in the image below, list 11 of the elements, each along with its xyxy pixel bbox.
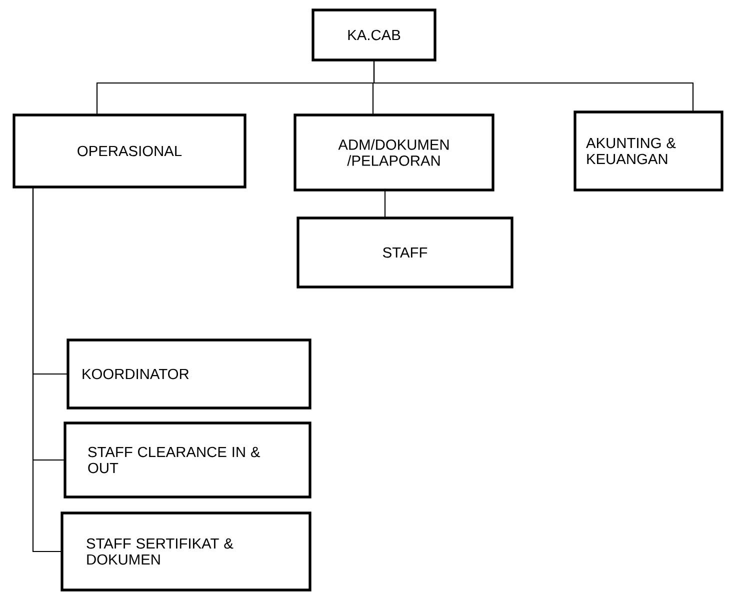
connector-line bbox=[373, 60, 694, 112]
org-box: ADM/DOKUMEN /PELAPORAN bbox=[294, 114, 494, 192]
org-box: STAFF SERTIFIKAT & DOKUMEN bbox=[60, 512, 312, 592]
org-box: STAFF CLEARANCE IN & OUT bbox=[64, 422, 312, 498]
org-box: OPERASIONAL bbox=[12, 114, 246, 188]
org-box: KOORDINATOR bbox=[66, 338, 312, 410]
org-box: STAFF bbox=[296, 216, 514, 288]
connector-line bbox=[32, 187, 62, 552]
org-box: KA.CAB bbox=[312, 8, 436, 62]
org-box: AKUNTING & KEUANGAN bbox=[574, 110, 724, 192]
connector-line bbox=[384, 190, 386, 218]
